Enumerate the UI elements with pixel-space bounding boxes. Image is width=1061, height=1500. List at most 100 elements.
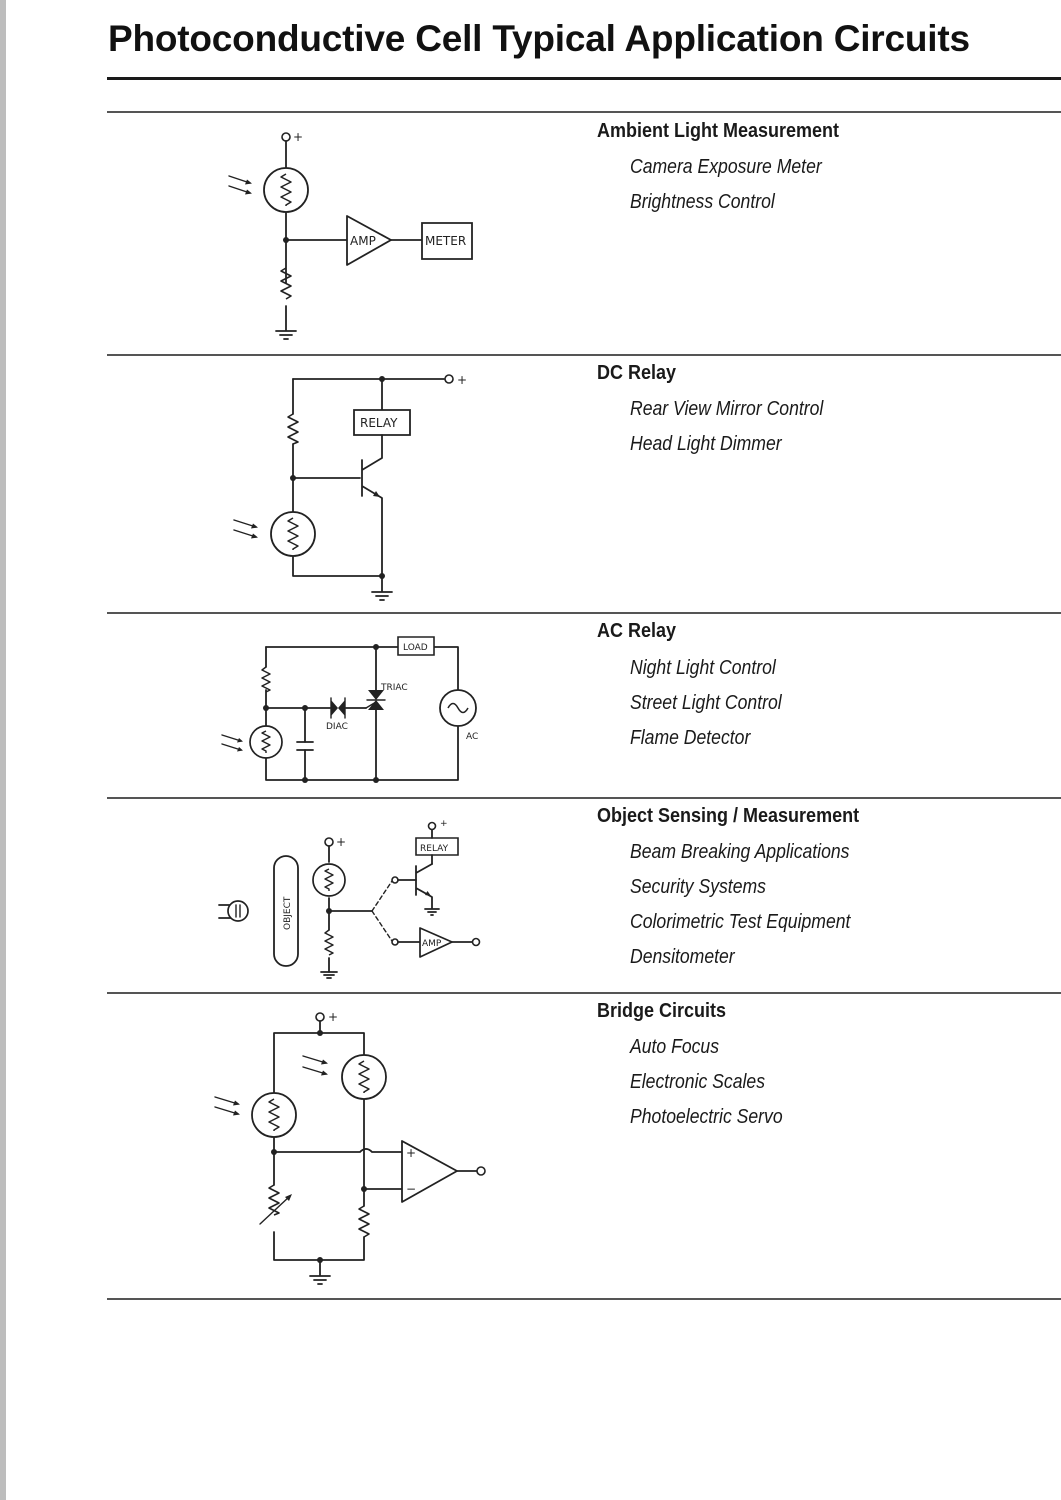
amplifier-icon: AMP <box>347 216 391 265</box>
amplifier-icon: AMP <box>420 928 452 957</box>
photocell-icon <box>252 1093 296 1137</box>
light-rays-icon <box>234 520 258 539</box>
supply-label: + <box>336 835 346 849</box>
amp-label: AMP <box>422 939 442 949</box>
light-rays-icon <box>215 1097 240 1116</box>
resistor-icon <box>262 667 270 692</box>
supply-label: + <box>440 819 448 829</box>
title-underline <box>107 77 1061 80</box>
section-title-dc-relay: DC Relay <box>597 362 677 384</box>
resistor-icon <box>281 268 291 299</box>
application-item: Camera Exposure Meter <box>630 156 822 178</box>
light-source-icon <box>219 901 248 921</box>
application-item: Street Light Control <box>630 692 782 714</box>
relay-label: RELAY <box>420 844 449 854</box>
application-item: Rear View Mirror Control <box>630 398 824 420</box>
section-divider <box>107 1298 1061 1300</box>
page-edge-strip <box>0 0 6 1500</box>
op-amp-icon: + − <box>402 1141 457 1202</box>
photocell-icon <box>264 168 308 212</box>
application-item: Flame Detector <box>630 727 751 749</box>
object-label: OBJECT <box>283 896 293 930</box>
section-divider <box>107 354 1061 356</box>
ground-icon <box>310 1260 330 1284</box>
output-terminal-icon <box>477 1167 485 1175</box>
supply-terminal-icon <box>429 823 436 830</box>
meter-label: METER <box>425 234 466 248</box>
load-label: LOAD <box>403 643 428 653</box>
supply-label: + <box>457 373 467 387</box>
application-item: Night Light Control <box>630 657 776 679</box>
application-list-ac-relay: Night Light Control Street Light Control… <box>630 657 802 762</box>
diac-icon: DIAC <box>326 698 348 732</box>
application-item: Auto Focus <box>630 1036 720 1058</box>
triac-label: TRIAC <box>380 683 408 693</box>
application-item: Photoelectric Servo <box>630 1106 783 1128</box>
ac-label: AC <box>466 732 478 742</box>
transistor-icon <box>416 864 432 908</box>
photocell-icon <box>313 864 345 896</box>
application-list-bridge-circuits: Auto Focus Electronic Scales Photoelectr… <box>630 1036 803 1141</box>
section-divider <box>107 992 1061 994</box>
section-title-ac-relay: AC Relay <box>597 620 677 642</box>
variable-resistor-icon <box>260 1185 292 1224</box>
section-divider <box>107 111 1061 113</box>
page-title: Photoconductive Cell Typical Application… <box>108 18 970 59</box>
transistor-icon <box>362 435 382 576</box>
relay-icon: RELAY <box>354 410 410 435</box>
photocell-icon <box>250 726 282 758</box>
supply-label: + <box>328 1010 338 1024</box>
photocell-icon <box>342 1055 386 1099</box>
ac-relay-circuit-diagram: LOAD AC DIAC <box>222 637 478 783</box>
relay-label: RELAY <box>360 416 398 430</box>
selector-switch-icon <box>372 877 398 945</box>
section-title-bridge-circuits: Bridge Circuits <box>597 1000 727 1022</box>
application-list-dc-relay: Rear View Mirror Control Head Light Dimm… <box>630 398 850 468</box>
application-item: Densitometer <box>630 946 735 968</box>
section-title-object-sensing: Object Sensing / Measurement <box>597 805 860 827</box>
photocell-icon <box>271 512 315 556</box>
object-icon: OBJECT <box>274 856 298 966</box>
application-list-object-sensing: Beam Breaking Applications Security Syst… <box>630 841 880 981</box>
output-terminal-icon <box>473 939 480 946</box>
application-list-ambient-light: Camera Exposure Meter Brightness Control <box>630 156 848 226</box>
diac-label: DIAC <box>326 722 348 732</box>
relay-icon: RELAY <box>416 838 458 855</box>
capacitor-icon <box>297 742 313 750</box>
application-item: Head Light Dimmer <box>630 433 782 455</box>
amp-label: AMP <box>350 234 376 248</box>
ambient-light-circuit-diagram: + AMP METER <box>229 130 472 339</box>
application-item: Security Systems <box>630 876 766 898</box>
resistor-icon <box>325 930 333 955</box>
resistor-icon <box>288 414 298 444</box>
application-item: Beam Breaking Applications <box>630 841 850 863</box>
object-sensing-circuit-diagram: OBJECT + RELAY + <box>219 819 480 978</box>
supply-terminal-icon <box>316 1013 324 1021</box>
supply-terminal-icon <box>325 838 333 846</box>
ground-icon <box>321 972 337 978</box>
light-rays-icon <box>222 735 243 752</box>
supply-terminal-icon <box>282 133 290 141</box>
ac-source-icon: AC <box>440 690 478 742</box>
meter-icon: METER <box>422 223 472 259</box>
ground-icon <box>372 576 392 600</box>
light-rays-icon <box>303 1056 328 1076</box>
op-amp-minus-label: − <box>406 1182 416 1196</box>
application-item: Colorimetric Test Equipment <box>630 911 851 933</box>
section-title-ambient-light: Ambient Light Measurement <box>597 120 840 142</box>
section-divider <box>107 612 1061 614</box>
light-rays-icon <box>229 176 252 195</box>
supply-terminal-icon <box>445 375 453 383</box>
application-item: Brightness Control <box>630 191 775 213</box>
section-divider <box>107 797 1061 799</box>
supply-label: + <box>293 130 303 144</box>
op-amp-plus-label: + <box>406 1146 416 1160</box>
resistor-icon <box>359 1206 369 1237</box>
dc-relay-circuit-diagram: + RELAY <box>234 373 467 600</box>
load-icon: LOAD <box>398 637 434 655</box>
application-item: Electronic Scales <box>630 1071 765 1093</box>
ground-icon <box>425 909 439 915</box>
ground-icon <box>276 331 296 339</box>
triac-icon: TRIAC <box>366 647 408 780</box>
bridge-circuit-diagram: + <box>215 1010 485 1284</box>
